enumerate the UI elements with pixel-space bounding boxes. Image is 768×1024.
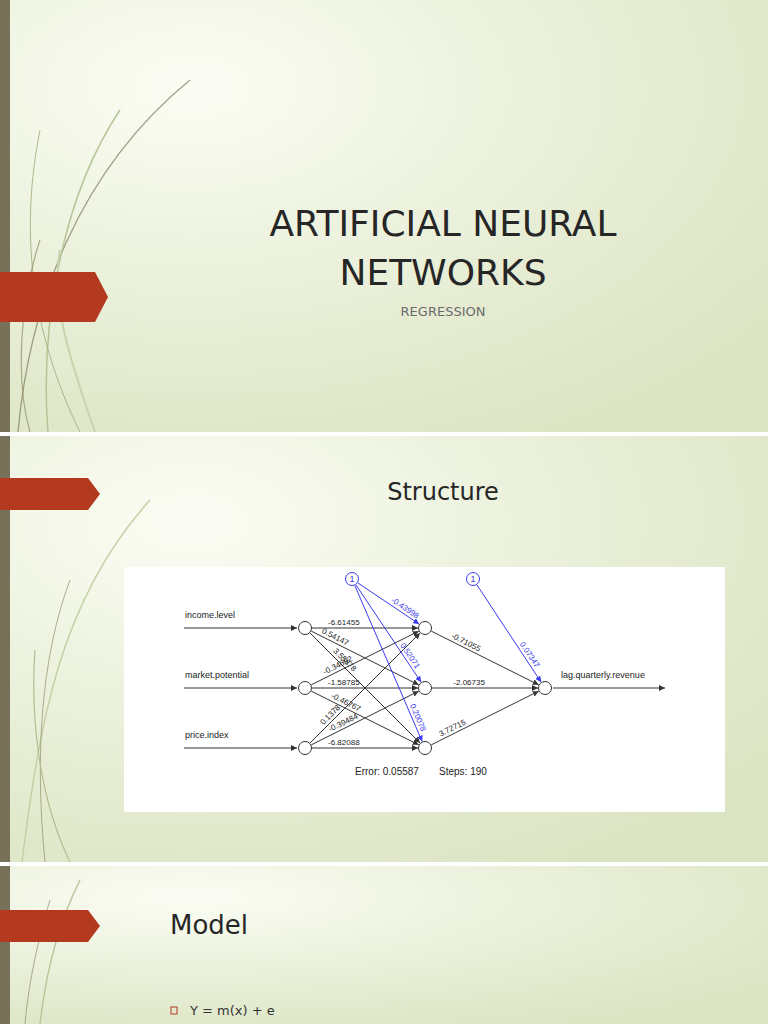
weight-value: -0.71055 <box>449 632 481 654</box>
weight-line <box>312 628 418 629</box>
section-tab <box>0 910 100 942</box>
slide-panel <box>0 436 768 862</box>
diagram-panel <box>124 567 725 812</box>
input-arrow <box>184 688 297 689</box>
weight-value: 3.72715 <box>438 719 468 740</box>
bias-value: 1 <box>467 573 479 585</box>
variable-name: market.potential <box>185 671 249 680</box>
hidden-neuron <box>418 741 432 755</box>
input-arrow <box>184 628 297 629</box>
weight-value: 0.52071 <box>397 642 421 671</box>
variable-name: price.index <box>185 731 229 740</box>
weight-line <box>312 688 418 689</box>
weight-value: -6.61455 <box>328 619 360 628</box>
slide-heading: Model <box>170 911 248 940</box>
bias-weight-line <box>477 585 541 682</box>
hidden-neuron <box>418 681 432 695</box>
slide-title: ARTIFICIAL NEURAL NETWORKS <box>193 199 693 297</box>
weight-value: 0.54147 <box>320 627 350 648</box>
bias-value: 1 <box>346 573 358 585</box>
bias-weight-line <box>356 585 421 682</box>
output-arrow <box>553 688 665 689</box>
weight-line <box>311 691 418 745</box>
slide-panel <box>0 866 768 1024</box>
variable-name: income.level <box>185 611 235 620</box>
decor-curve <box>18 80 190 432</box>
bias-neuron: 1 <box>345 572 359 586</box>
bullet-text: Y = m(x) + e <box>190 1004 275 1018</box>
output-neuron: lag.quarterly.revenue <box>538 681 552 695</box>
decor-curve <box>40 580 70 862</box>
variable-name: lag.quarterly.revenue <box>561 671 645 680</box>
decor-curve <box>21 240 40 432</box>
weight-line <box>312 748 418 749</box>
decor-curve <box>40 880 80 1024</box>
slide-subtitle: REGRESSION <box>343 305 543 319</box>
weight-value: -2.06735 <box>453 679 485 688</box>
bias-neuron: 1 <box>466 572 480 586</box>
bias-weight-line <box>358 583 419 624</box>
decor-curve <box>46 110 120 432</box>
input-neuron: market.potential <box>298 681 312 695</box>
weight-value: 0.20078 <box>407 703 427 733</box>
weight-line <box>431 691 538 745</box>
error-note: Error: 0.05587 <box>355 766 419 777</box>
weight-value: -6.82088 <box>328 739 360 748</box>
slide-heading: Structure <box>343 479 543 505</box>
input-neuron: income.level <box>298 621 312 635</box>
decor-curve <box>34 650 70 862</box>
steps-note: Steps: 190 <box>439 766 487 777</box>
input-neuron: price.index <box>298 741 312 755</box>
weight-value: -0.43998 <box>389 596 420 621</box>
section-tab <box>0 272 108 322</box>
hidden-neuron <box>418 621 432 635</box>
slide-edge-strip <box>0 0 10 432</box>
bullet-mark <box>171 1007 177 1014</box>
weight-line <box>310 633 420 743</box>
weight-value: -1.58785 <box>328 679 360 688</box>
slide-panel <box>0 0 768 432</box>
section-tab <box>0 478 100 510</box>
weight-line <box>431 631 538 685</box>
weight-value: 0.07347 <box>517 641 540 670</box>
slide-edge-strip <box>0 866 10 1024</box>
weight-line <box>310 633 420 743</box>
input-arrow <box>184 748 297 749</box>
weight-line <box>311 691 418 745</box>
weight-line <box>432 688 538 689</box>
